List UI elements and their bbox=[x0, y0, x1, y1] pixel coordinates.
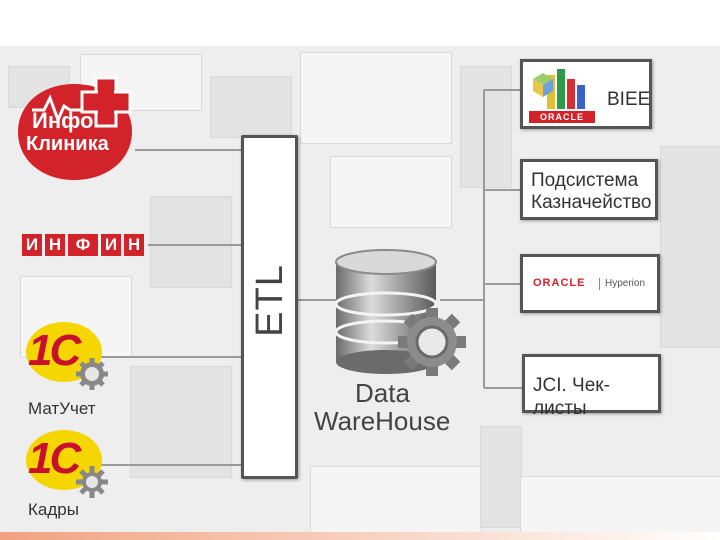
target-hyperion: ORACLE Hyperion bbox=[520, 254, 660, 313]
bi-chart-icon bbox=[533, 69, 585, 109]
onec-emblem bbox=[26, 430, 108, 498]
infin-letter: И bbox=[101, 234, 121, 256]
target-jci: JCI. Чек-листы bbox=[522, 354, 661, 419]
infoclinic-logo-shape bbox=[18, 76, 132, 180]
warehouse-line1: Data bbox=[355, 378, 410, 408]
hyperion-oracle-text: ORACLE bbox=[533, 277, 586, 289]
onec-emblem bbox=[26, 322, 108, 390]
treasury-line1: Подсистема bbox=[531, 170, 639, 191]
onec-logo-text: 1С bbox=[28, 434, 81, 483]
treasury-line2: Казначейство bbox=[531, 192, 652, 213]
biee-oracle-badge: ORACLE bbox=[529, 111, 595, 123]
infin-logo: И Н Ф И Н bbox=[22, 234, 144, 256]
hyperion-product: Hyperion bbox=[605, 278, 646, 289]
infin-letter: Н bbox=[45, 234, 65, 256]
onec-kadry-logo: 1С bbox=[24, 428, 114, 500]
onec-logo-text: 1С bbox=[28, 326, 81, 375]
matuchet-label: МатУчет bbox=[28, 399, 96, 418]
warehouse-line2: WareHouse bbox=[314, 406, 451, 436]
infoclinic-line2: Клиника bbox=[26, 133, 109, 155]
infoclinic-line1: Инфо bbox=[32, 108, 94, 133]
biee-label: BIEE bbox=[607, 89, 651, 110]
infoclinic-logo: Инфо Клиника bbox=[14, 76, 136, 186]
infin-letter: Ф bbox=[68, 234, 98, 256]
database-cylinder bbox=[334, 249, 466, 376]
database-icon bbox=[330, 248, 470, 383]
biee-oracle-text: ORACLE bbox=[540, 112, 584, 122]
target-biee: ORACLE BIEE bbox=[520, 59, 652, 129]
kadry-label: Кадры bbox=[28, 500, 79, 519]
infin-letter: Н bbox=[124, 234, 144, 256]
hyperion-divider bbox=[599, 278, 600, 290]
jci-label: JCI. Чек-листы bbox=[533, 375, 610, 419]
bottom-accent-bar bbox=[0, 532, 720, 540]
infin-letter: И bbox=[22, 234, 42, 256]
etl-box bbox=[241, 135, 298, 479]
target-treasury: Подсистема Казначейство bbox=[520, 159, 658, 220]
etl-label: ETL bbox=[248, 263, 291, 337]
onec-matuchet-logo: 1С bbox=[24, 320, 114, 392]
etl-label-wrap: ETL bbox=[242, 263, 298, 337]
